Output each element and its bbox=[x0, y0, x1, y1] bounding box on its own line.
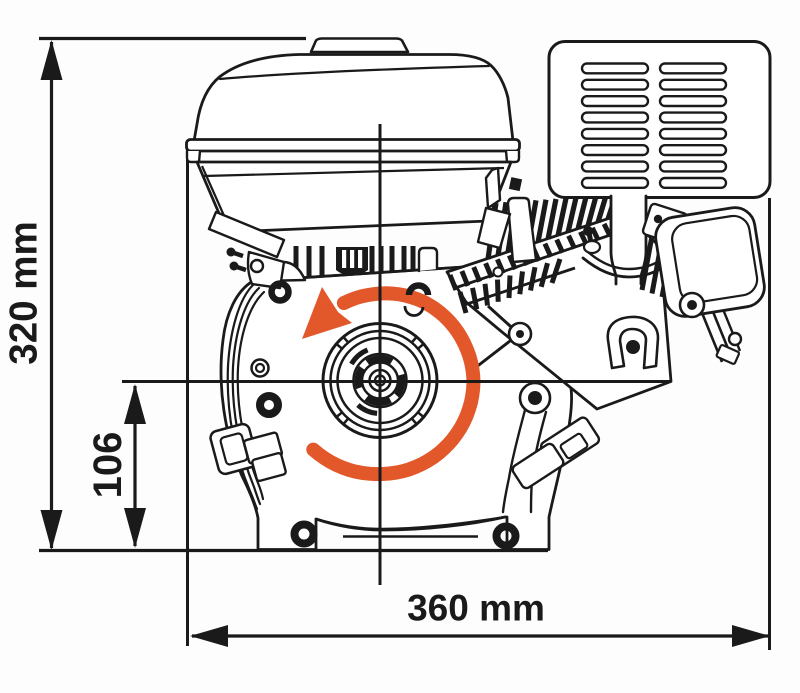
svg-text:360 mm: 360 mm bbox=[407, 588, 545, 629]
svg-text:106: 106 bbox=[86, 432, 130, 499]
svg-text:320 mm: 320 mm bbox=[3, 221, 46, 364]
